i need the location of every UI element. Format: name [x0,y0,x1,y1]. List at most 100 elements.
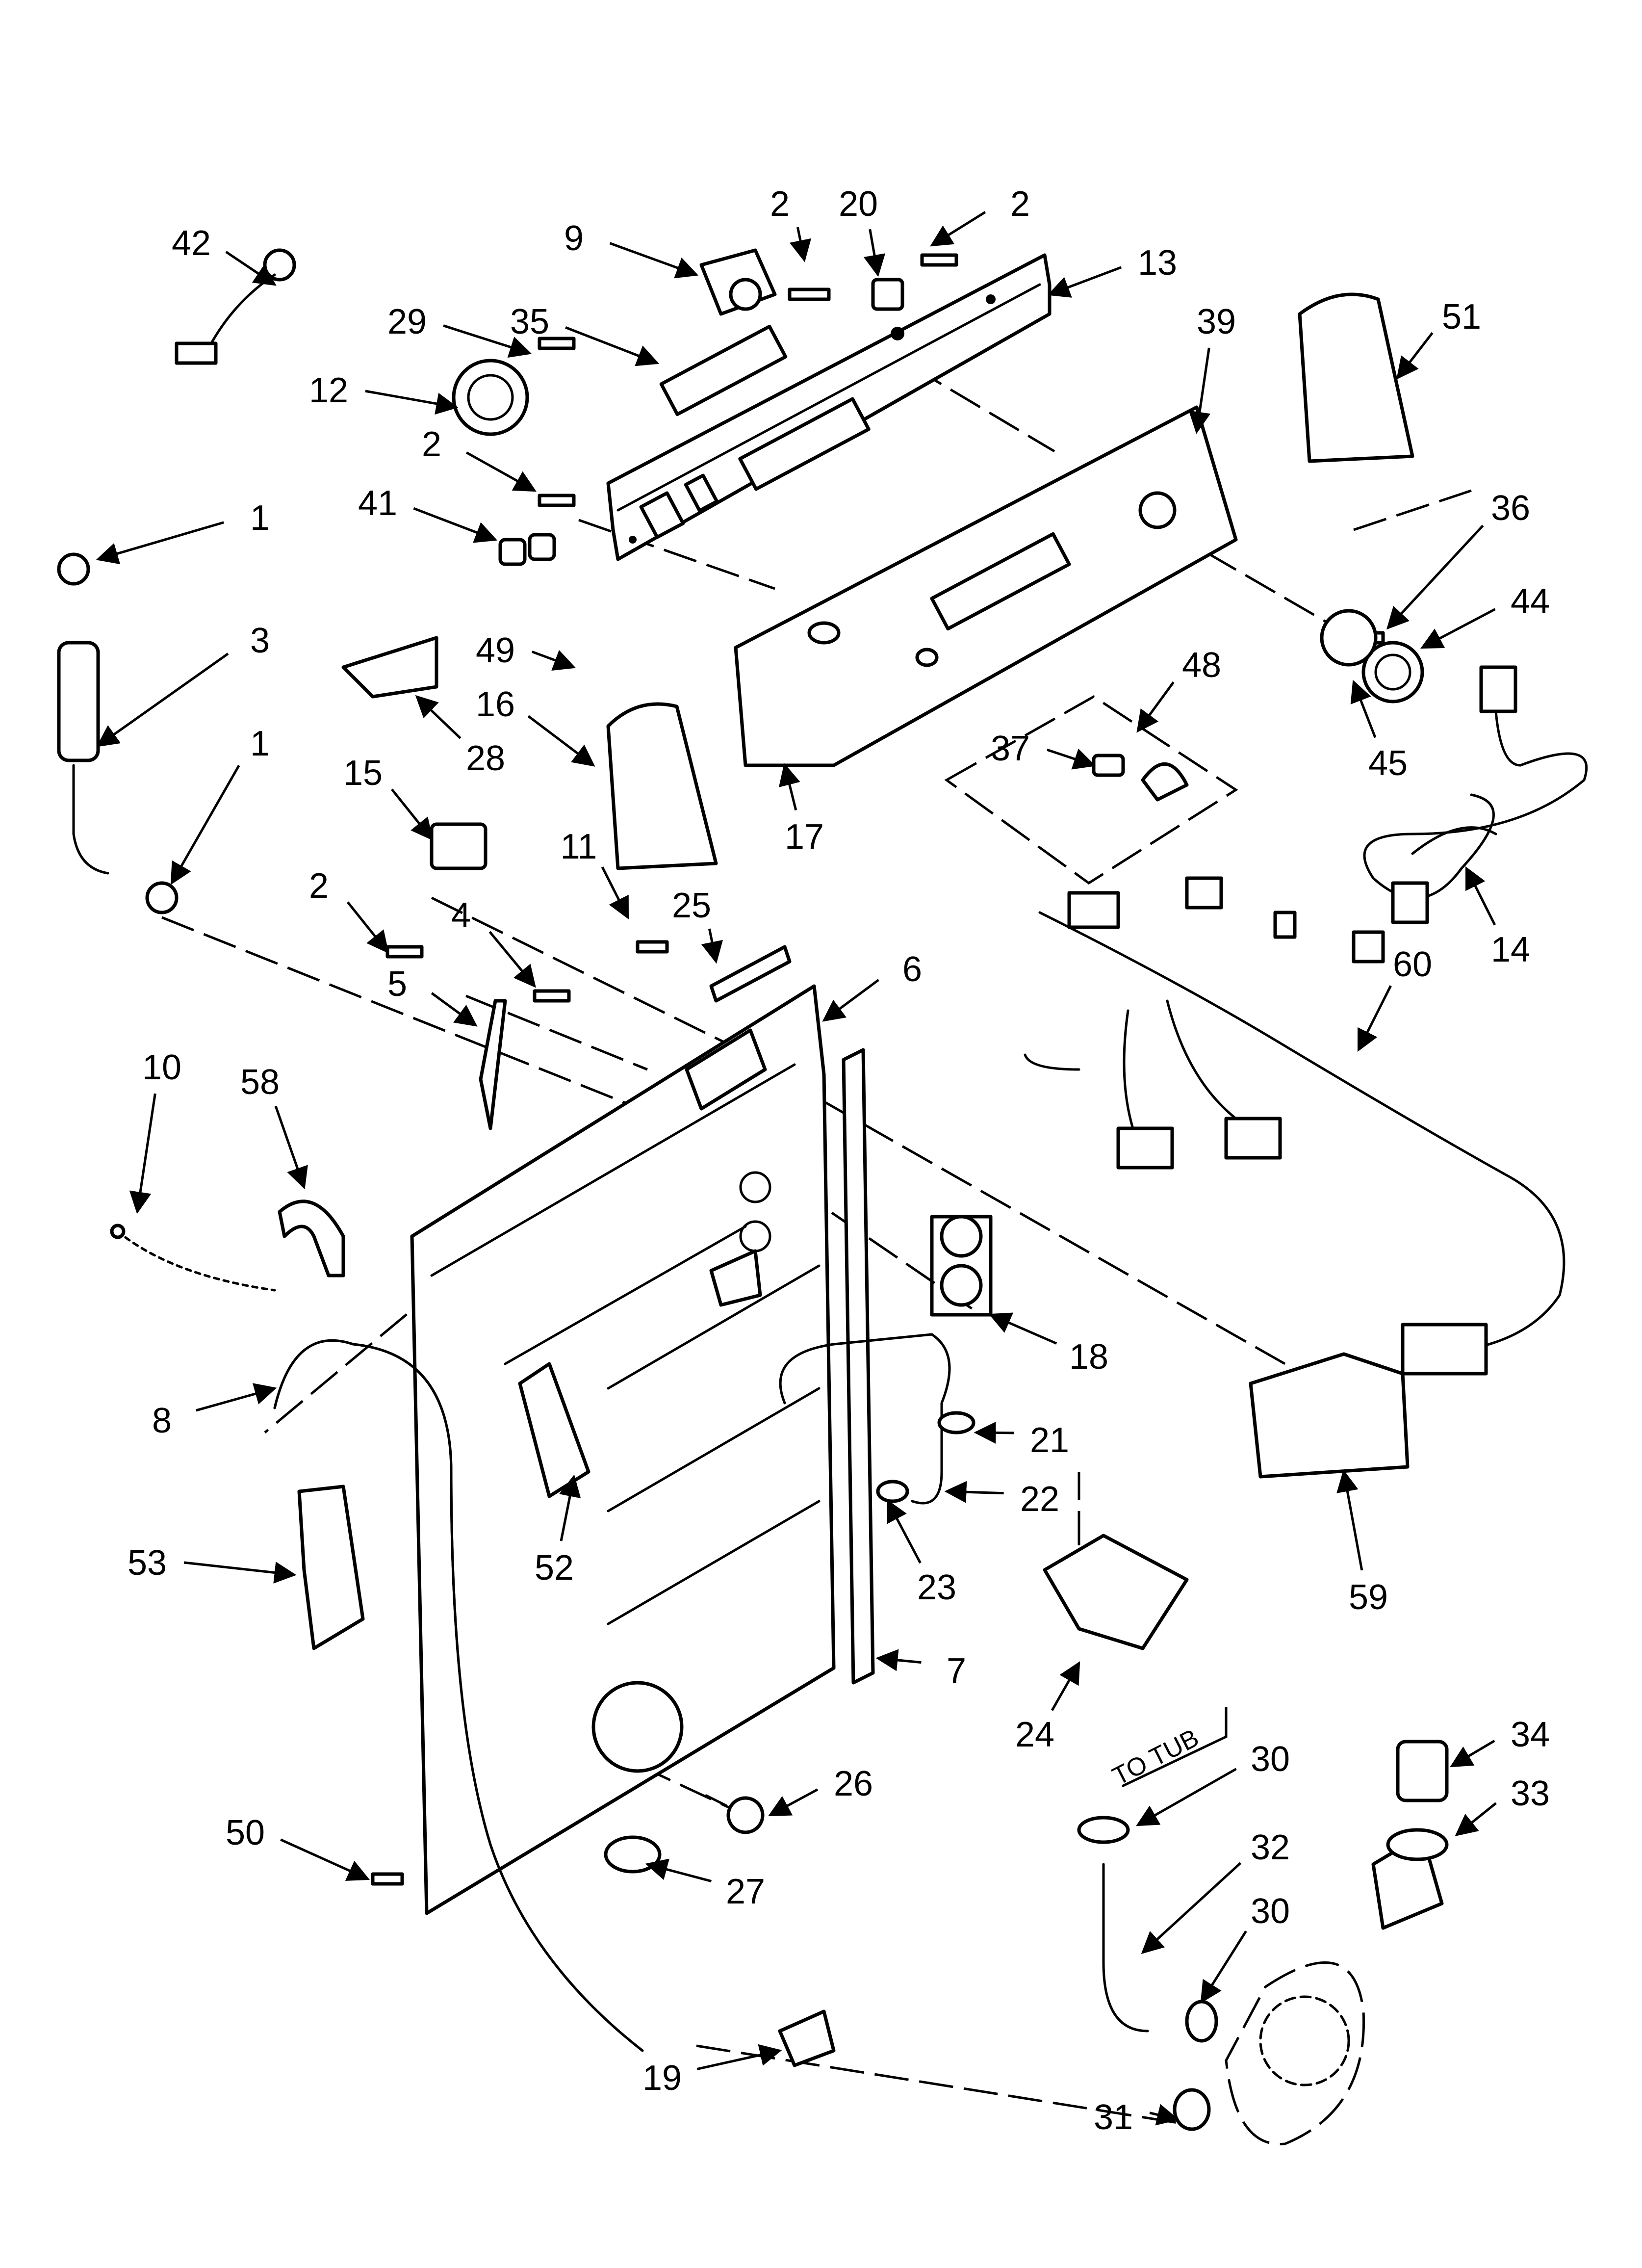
leader-c22 [944,1481,1004,1503]
leader-c14 [1465,866,1496,926]
leader-c39 [1188,347,1211,434]
rear-panel [410,984,836,1915]
callout-17: 17 [785,817,824,857]
strap-5 [479,999,507,1130]
leader-c34 [1450,1740,1495,1768]
callout-41: 41 [358,484,397,523]
leader-c7 [875,1649,922,1671]
callout-16: 16 [476,685,515,724]
leader-c18 [988,1312,1057,1345]
leader-c1a [96,521,224,565]
leader-c3 [96,652,229,747]
bezel-45 [1320,609,1378,667]
callout-34: 34 [1511,1715,1550,1754]
leader-c59 [1336,1469,1363,1571]
callout-2: 2 [770,184,790,224]
leader-c49 [531,650,576,671]
leader-c2d [347,901,389,954]
callout-27: 27 [726,1872,765,1911]
callout-44: 44 [1511,582,1550,621]
leader-c25 [701,928,723,964]
strip-25 [709,945,792,1003]
callout-28: 28 [466,739,505,778]
leader-c4 [488,931,536,988]
callout-51: 51 [1442,297,1481,337]
leader-c13 [1047,266,1122,298]
callout-23: 23 [917,1568,956,1607]
clip-52 [518,1362,590,1498]
end-cap-51 [1298,292,1414,463]
leader-c51 [1396,332,1434,380]
leader-c23 [886,1499,922,1564]
callout-1: 1 [250,498,270,538]
callout-48: 48 [1182,646,1221,685]
leader-c20 [863,229,886,277]
to-tub-note: TO TUB [1108,1723,1204,1791]
hose-clamps [876,1411,975,1503]
leader-c24 [1051,1661,1080,1711]
leader-c45 [1350,679,1377,738]
leader-c26 [768,1788,819,1817]
callout-19: 19 [642,2059,682,2098]
callout-14: 14 [1491,930,1530,969]
leader-c10 [129,1093,156,1214]
callout-12: 12 [309,371,348,410]
bracket-24 [1043,1534,1189,1650]
leader-c60 [1357,985,1392,1052]
callout-24: 24 [1015,1715,1054,1754]
callout-13: 13 [1138,243,1177,283]
callout-37: 37 [991,729,1030,768]
leader-c2b [930,211,986,247]
leader-c5 [431,992,478,1027]
end-cap-16 [606,702,718,870]
drain-hose [273,1339,644,2052]
leader-c30a [1136,1768,1237,1826]
leader-c2c [465,451,537,492]
knob-kit-48 [944,695,1238,885]
callout-33: 33 [1511,1774,1550,1813]
callout-42: 42 [172,224,211,263]
wire-harness [1024,876,1565,1376]
leader-c11 [601,866,629,920]
indicator-35 [659,324,788,417]
power-cord [1363,665,1588,924]
callout-53: 53 [128,1543,167,1583]
callout-9: 9 [564,219,584,258]
callout-39: 39 [1197,302,1236,341]
shield-53 [297,1485,365,1650]
water-valve [930,1215,993,1317]
tub-note-line [1122,1711,1228,1787]
leader-c50 [280,1838,370,1881]
clip-15 [430,822,487,870]
pump-33 [1371,1828,1449,1930]
cap-34 [1396,1740,1449,1802]
bracket-28 [341,636,438,699]
callout-7: 7 [947,1651,966,1691]
wire-connectors-41 [498,533,556,566]
clamp-58 [278,1199,345,1277]
callout-49: 49 [476,631,515,670]
callout-20: 20 [839,184,878,224]
clamp-30 [1077,1816,1218,2043]
pump-assembly [1225,1961,1365,2146]
leader-c36 [1386,524,1484,630]
callout-52: 52 [535,1548,574,1588]
leader-c8 [196,1383,277,1412]
knob-44 [1361,641,1424,704]
leader-c44 [1420,608,1496,649]
leader-c29 [443,324,532,358]
callout-30: 30 [1251,1892,1290,1931]
callout-36: 36 [1491,489,1530,528]
leader-c42a [225,251,277,286]
callout-18: 18 [1069,1337,1108,1377]
leader-c58 [274,1105,308,1190]
leader-c32 [1141,1862,1242,1955]
leader-c28 [415,695,462,739]
callout-11: 11 [561,827,597,866]
leader-c19 [696,2044,782,2071]
callout-60: 60 [1393,945,1432,984]
switch-20 [871,278,904,311]
clamp-31 [1173,2088,1211,2131]
